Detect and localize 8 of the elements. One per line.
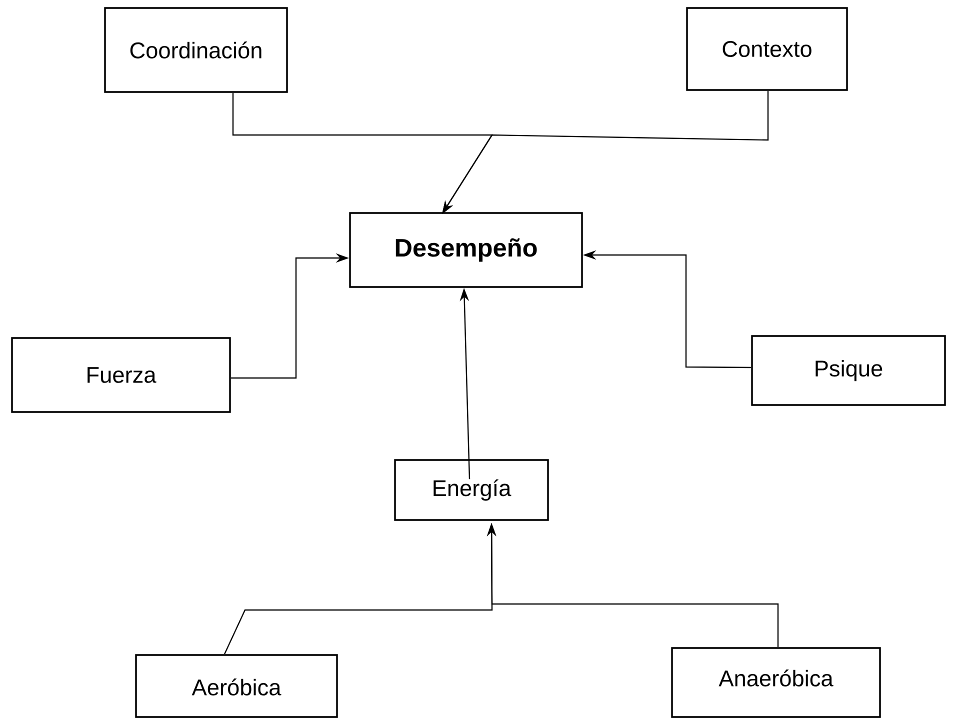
concept-box: Anaeróbica bbox=[671, 647, 881, 718]
concept-box: Energía bbox=[394, 459, 549, 521]
concept-box: Psique bbox=[751, 335, 946, 406]
concept-box: Fuerza bbox=[11, 337, 231, 413]
concept-box: Coordinación bbox=[104, 7, 288, 93]
concept-box: Desempeño bbox=[349, 212, 583, 288]
concept-box: Contexto bbox=[686, 7, 848, 91]
concept-box: Aeróbica bbox=[135, 654, 338, 718]
